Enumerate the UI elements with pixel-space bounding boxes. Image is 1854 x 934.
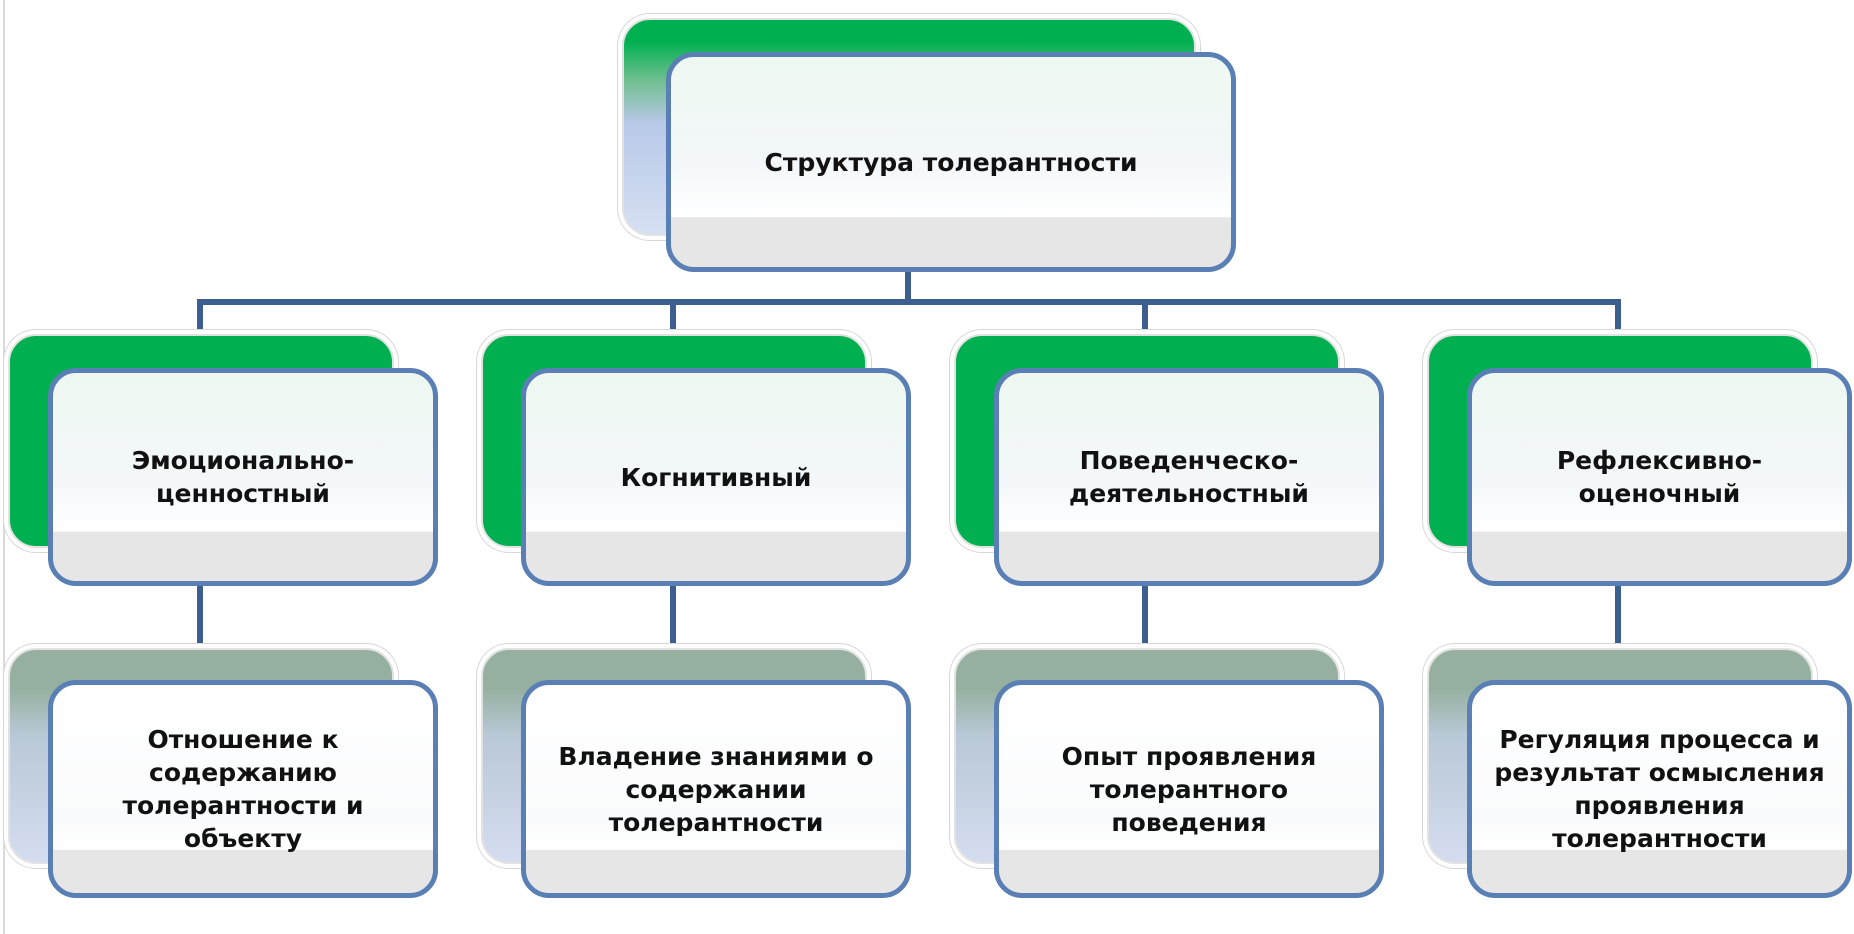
component-node-behavioral: Поведенческо- деятельностный (954, 334, 1384, 586)
root-label: Структура толерантности (764, 147, 1138, 177)
detail-node-emotional: Отношение к содержанию толерантности и о… (8, 648, 438, 898)
detail-label: Отношение к содержанию толерантности и о… (122, 725, 364, 853)
detail-card: Опыт проявления толерантного поведения (994, 680, 1384, 898)
detail-card: Регуляция процесса и результат осмыслени… (1467, 680, 1852, 898)
component-label: Когнитивный (620, 462, 812, 492)
component-card: Эмоционально- ценностный (48, 368, 438, 586)
component-node-reflexive: Рефлексивно- оценочный (1427, 334, 1852, 586)
slide-left-edge (3, 0, 5, 934)
detail-node-cognitive: Владение знаниями о содержании толерантн… (481, 648, 911, 898)
component-card: Когнитивный (521, 368, 911, 586)
detail-label: Владение знаниями о содержании толерантн… (558, 741, 874, 837)
detail-card: Владение знаниями о содержании толерантн… (521, 680, 911, 898)
detail-card: Отношение к содержанию толерантности и о… (48, 680, 438, 898)
detail-label: Опыт проявления толерантного поведения (1061, 741, 1317, 837)
component-label: Рефлексивно- оценочный (1556, 446, 1763, 508)
component-card: Рефлексивно- оценочный (1467, 368, 1852, 586)
component-card: Поведенческо- деятельностный (994, 368, 1384, 586)
detail-label: Регуляция процесса и результат осмыслени… (1494, 725, 1825, 853)
component-label: Поведенческо- деятельностный (1069, 446, 1309, 508)
detail-node-behavioral: Опыт проявления толерантного поведения (954, 648, 1384, 898)
component-node-cognitive: Когнитивный (481, 334, 911, 586)
component-label: Эмоционально- ценностный (131, 446, 355, 508)
root-node: Структура толерантности (622, 18, 1236, 272)
component-node-emotional: Эмоционально- ценностный (8, 334, 438, 586)
detail-node-reflexive: Регуляция процесса и результат осмыслени… (1427, 648, 1852, 898)
root-node-card: Структура толерантности (666, 52, 1236, 272)
